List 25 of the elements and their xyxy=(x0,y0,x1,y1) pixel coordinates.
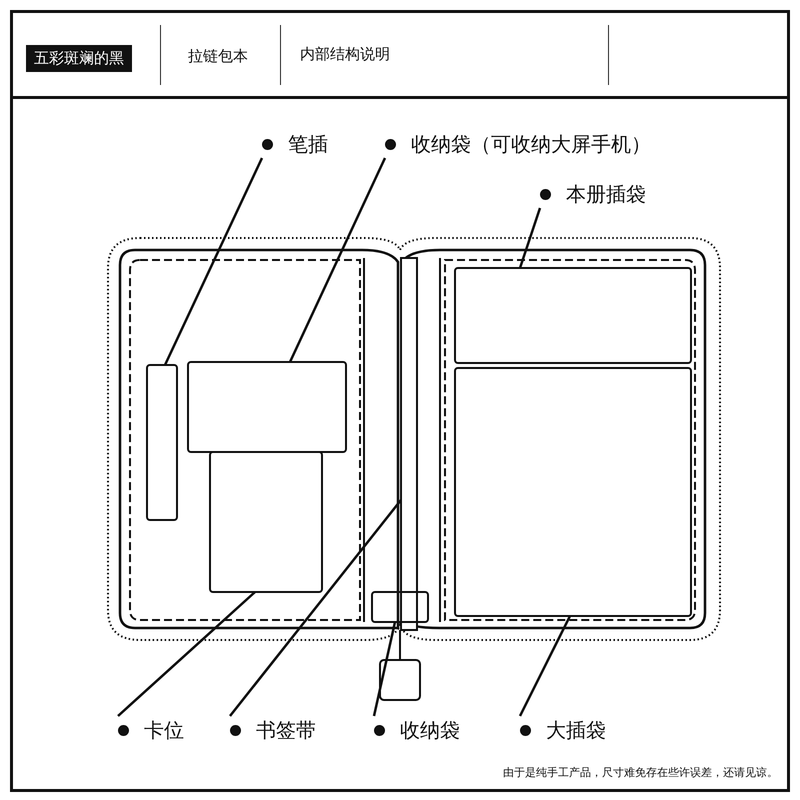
callout-label: 笔插 xyxy=(262,130,328,158)
callout-label: 书签带 xyxy=(230,716,316,744)
callout-label: 大插袋 xyxy=(520,716,606,744)
pocket-outline xyxy=(371,591,429,623)
leader-line xyxy=(372,622,396,716)
pocket-outline xyxy=(454,367,692,617)
leader-line xyxy=(229,499,402,717)
leader-line xyxy=(117,591,256,717)
leader-line xyxy=(288,157,386,363)
header-tag: 五彩斑斓的黑 xyxy=(26,45,132,72)
callout-label: 本册插袋 xyxy=(540,180,646,208)
pocket-outline xyxy=(187,361,347,453)
ribbon-strip xyxy=(400,257,418,631)
pocket-outline xyxy=(209,451,323,593)
pocket-outline xyxy=(146,364,178,521)
leader-line xyxy=(518,615,572,717)
footnote-text: 由于是纯手工产品，尺寸难免存在些许误差，还请见谅。 xyxy=(503,765,778,780)
callout-label: 收纳袋（可收纳大屏手机） xyxy=(385,130,651,158)
pocket-outline xyxy=(454,267,692,364)
header-title: 内部结构说明 xyxy=(300,45,390,64)
callout-label: 收纳袋 xyxy=(374,716,460,744)
callout-label: 卡位 xyxy=(118,716,184,744)
header-text: 拉链包本 xyxy=(188,47,248,66)
leader-line xyxy=(518,208,542,268)
leader-line xyxy=(164,157,264,366)
